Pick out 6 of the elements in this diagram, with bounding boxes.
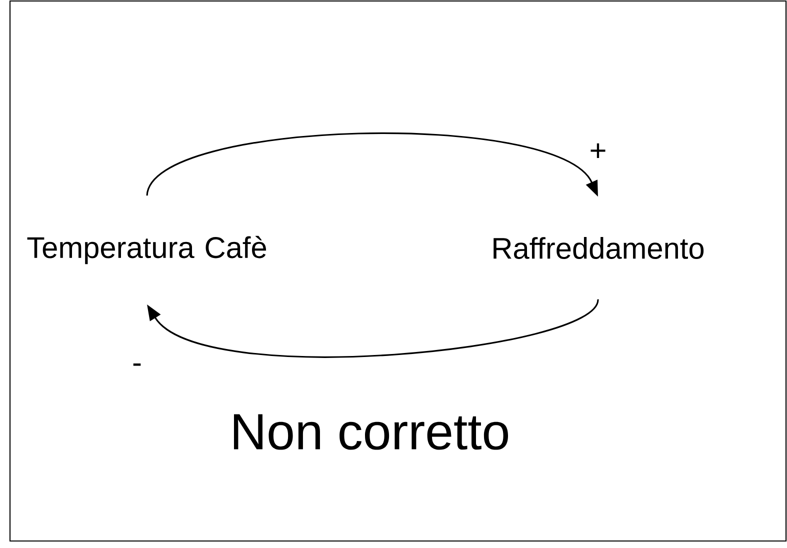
node-label: Temperatura Cafè bbox=[27, 236, 266, 264]
status-label: Non corretto bbox=[234, 414, 508, 450]
node-label: Raffreddamento bbox=[494, 237, 704, 259]
arrow bbox=[147, 298, 599, 358]
edge-label: - bbox=[133, 363, 141, 366]
edge-label: + bbox=[590, 143, 606, 158]
